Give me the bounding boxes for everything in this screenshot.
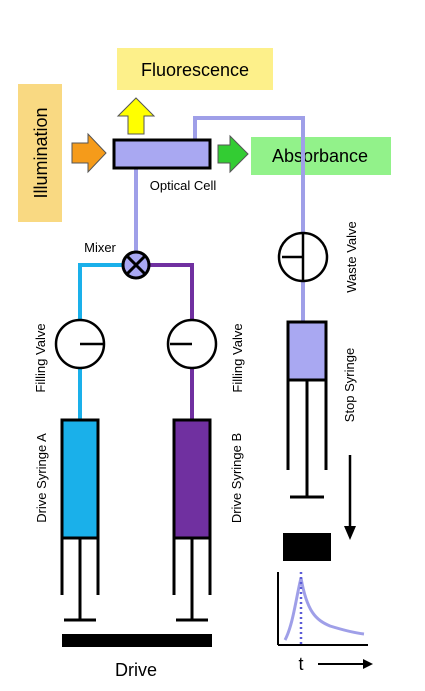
- stop-direction-arrowhead: [344, 526, 356, 540]
- drive-syringe-a-label: Drive Syringe A: [34, 433, 49, 523]
- mixer-label: Mixer: [84, 240, 116, 255]
- filling-valve-a-label: Filling Valve: [33, 323, 48, 392]
- time-axis-label: t: [298, 654, 303, 674]
- drive-syringe-a: [60, 418, 100, 540]
- fluorescence-label: Fluorescence: [141, 60, 249, 80]
- stop-syringe: [286, 320, 328, 382]
- drive-syringe-b: [172, 418, 212, 540]
- illumination-box: [18, 84, 62, 222]
- drive-syringe-b-label: Drive Syringe B: [229, 433, 244, 523]
- drive-bar: [62, 634, 212, 647]
- stop-block: [283, 533, 331, 561]
- optical-cell: [112, 138, 212, 170]
- fluorescence-box: [117, 48, 273, 90]
- illumination-arrow: [71, 132, 107, 174]
- fluorescence-arrow: [116, 97, 156, 135]
- absorbance-arrow: [217, 134, 249, 174]
- cell-to-stop-tube: [193, 116, 305, 322]
- stop-syringe-label: Stop Syringe: [342, 348, 357, 422]
- absorbance-box: [251, 137, 391, 175]
- illumination-label: Illumination: [31, 107, 51, 198]
- time-arrowhead: [363, 659, 373, 669]
- absorbance-label: Absorbance: [272, 146, 368, 166]
- optical-cell-label: Optical Cell: [150, 178, 217, 193]
- drive-label: Drive: [115, 660, 157, 680]
- kinetic-trace: [283, 577, 365, 641]
- mixer-cross-2: [125, 254, 147, 276]
- filling-valve-b-label: Filling Valve: [230, 323, 245, 392]
- waste-valve-label: Waste Valve: [344, 221, 359, 293]
